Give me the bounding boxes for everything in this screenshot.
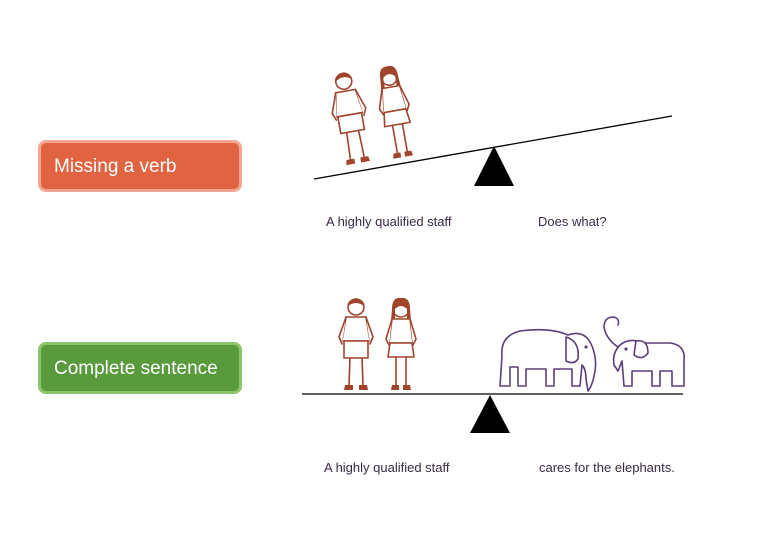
bottom-staff-boy-icon	[338, 298, 374, 391]
top-staff-girl-icon	[371, 62, 419, 161]
missing-verb-label: Missing a verb	[38, 140, 242, 192]
top-predicate-caption: Does what?	[538, 214, 607, 229]
top-staff-boy-icon	[324, 69, 376, 167]
missing-verb-text: Missing a verb	[54, 155, 177, 177]
top-seesaw-beam	[313, 115, 673, 180]
bottom-staff-girl-icon	[385, 297, 417, 391]
bottom-subject-caption: A highly qualified staff	[324, 460, 450, 475]
top-subject-caption: A highly qualified staff	[326, 214, 452, 229]
bottom-fulcrum-icon	[470, 395, 510, 433]
complete-sentence-text: Complete sentence	[54, 357, 218, 379]
bottom-predicate-caption: cares for the elephants.	[539, 460, 675, 475]
bottom-elephant-right-icon	[603, 316, 686, 387]
complete-sentence-label: Complete sentence	[38, 342, 242, 394]
top-fulcrum-icon	[474, 146, 514, 186]
bottom-elephant-left-icon	[499, 328, 597, 392]
